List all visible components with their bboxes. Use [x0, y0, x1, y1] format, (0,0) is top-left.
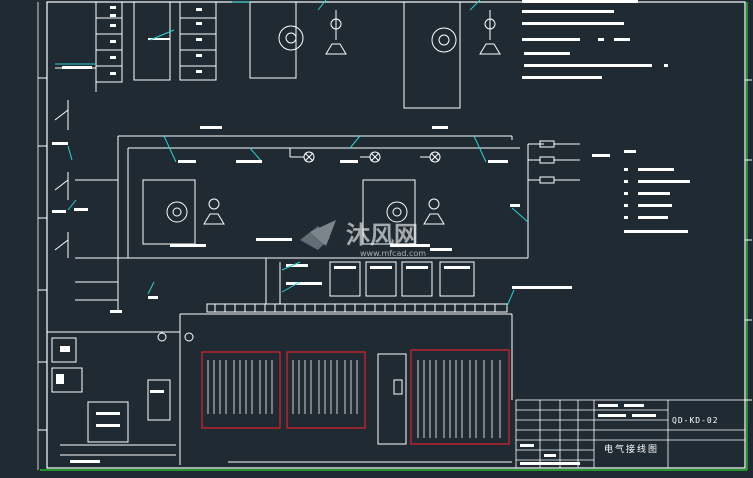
drawing-title: 电气接线图	[604, 443, 659, 455]
strip-cyan-leaders	[281, 261, 515, 307]
notes-block	[522, 0, 668, 79]
lower-section-frame	[47, 313, 513, 465]
title-block-fill	[520, 404, 656, 465]
indicator-lamps	[289, 148, 441, 163]
upper-left-cyan-leaders	[55, 29, 175, 65]
bus-cyan-leaders	[163, 135, 529, 223]
left-edge-ticks	[38, 77, 47, 431]
main-bus	[75, 135, 544, 310]
watermark-logo	[300, 220, 336, 250]
terminal-panel-1	[201, 351, 281, 429]
terminal-panel-3	[410, 349, 510, 445]
relay-block-fill	[286, 264, 572, 289]
motor-group-mid-right	[362, 179, 445, 245]
right-edge-ticks	[745, 79, 752, 401]
title-block	[515, 399, 746, 469]
drawing-number: QD-KD-02	[672, 416, 719, 425]
left-cyan-leaders	[67, 145, 155, 295]
upper-left-cabinet-group	[55, 1, 217, 92]
motor-group-top-center	[249, 1, 347, 79]
right-feeder-switches	[528, 140, 580, 184]
legend-block	[592, 150, 690, 233]
left-labels	[52, 142, 158, 313]
terminal-strip	[206, 303, 508, 313]
watermark-text: 沐风网	[346, 221, 418, 249]
upper-left-cabinet-fill	[62, 6, 202, 75]
motor-group-mid-left	[142, 179, 225, 245]
side-device	[377, 353, 407, 445]
watermark-url: www.mfcad.com	[360, 249, 426, 258]
bus-labels	[178, 126, 520, 207]
mid-labels	[170, 238, 452, 251]
motor-group-top-right	[403, 1, 501, 109]
sheet-border	[37, 1, 746, 470]
left-breakers	[54, 100, 118, 301]
relay-blocks	[265, 258, 475, 304]
lower-left-fill	[56, 346, 164, 463]
terminal-panel-2	[286, 351, 366, 429]
top-cyan-leaders	[232, 0, 481, 11]
